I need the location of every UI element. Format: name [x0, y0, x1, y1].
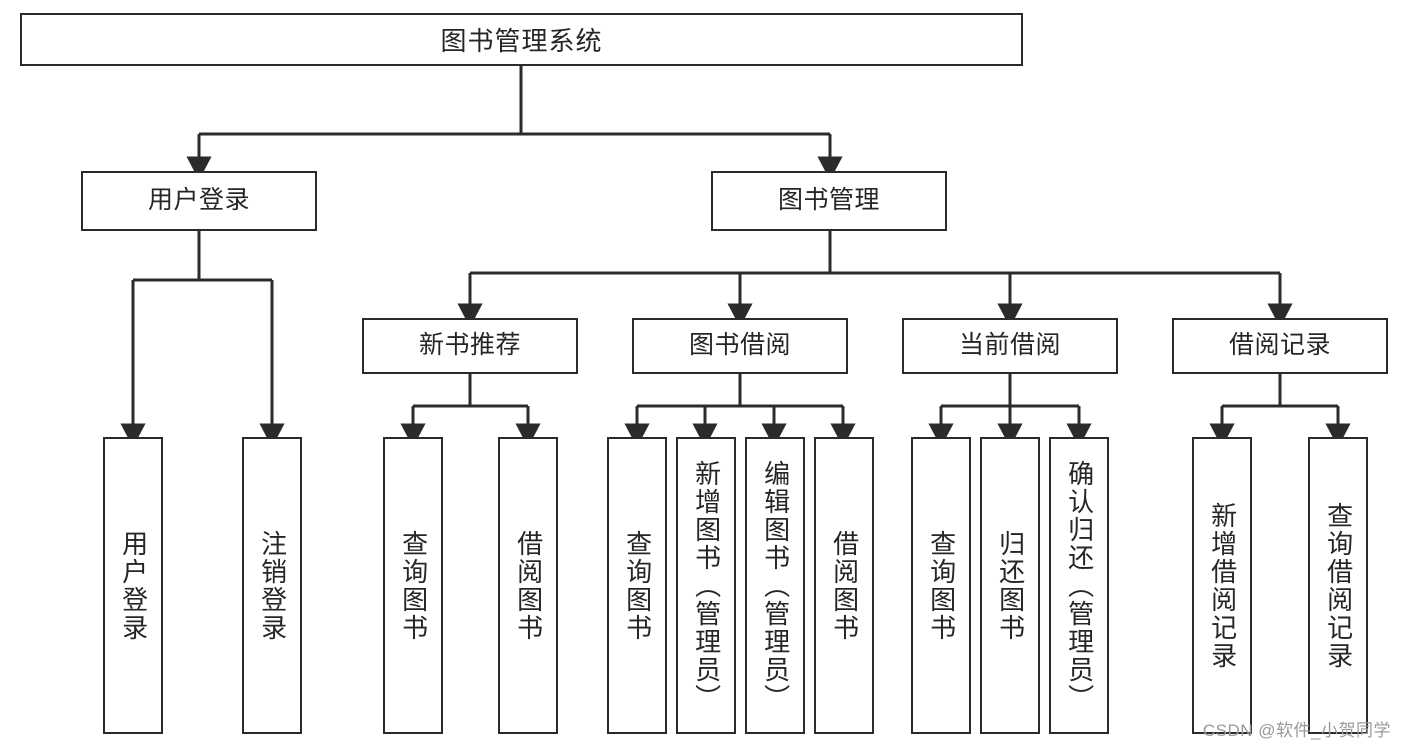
node-label: 当前借阅 [958, 331, 1061, 360]
node-label: 图书借阅 [688, 331, 791, 360]
node-user-login[interactable]: 用户登录 [81, 171, 317, 231]
node-current-borrow[interactable]: 当前借阅 [902, 318, 1118, 374]
node-label: 借阅记录 [1228, 331, 1331, 360]
node-label: 用户登录 [118, 529, 149, 642]
node-label: 借阅图书 [513, 529, 544, 642]
node-borrow-record[interactable]: 借阅记录 [1172, 318, 1388, 374]
leaf-recommend-query-book[interactable]: 查询图书 [383, 437, 443, 734]
node-label: 图书管理 [777, 186, 880, 215]
node-label: 借阅图书 [829, 529, 860, 642]
leaf-record-add-record[interactable]: 新增借阅记录 [1192, 437, 1252, 734]
leaf-current-return-book[interactable]: 归还图书 [980, 437, 1040, 734]
node-label: 查询借阅记录 [1323, 501, 1354, 670]
node-root-system[interactable]: 图书管理系统 [20, 13, 1023, 66]
node-book-management[interactable]: 图书管理 [711, 171, 947, 231]
watermark: CSDN @软件_小贺同学 [1202, 721, 1391, 740]
leaf-user-login-signin[interactable]: 用户登录 [103, 437, 163, 734]
leaf-borrow-borrow-book[interactable]: 借阅图书 [814, 437, 874, 734]
leaf-user-login-signout[interactable]: 注销登录 [242, 437, 302, 734]
node-book-borrow[interactable]: 图书借阅 [632, 318, 848, 374]
node-label: 归还图书 [995, 529, 1026, 642]
node-label: 注销登录 [257, 529, 288, 642]
leaf-borrow-add-book-admin[interactable]: 新增图书（管理员） [676, 437, 736, 734]
node-label: 查询图书 [926, 529, 957, 642]
leaf-borrow-query-book[interactable]: 查询图书 [607, 437, 667, 734]
leaf-current-confirm-return-admin[interactable]: 确认归还（管理员） [1049, 437, 1109, 734]
leaf-borrow-edit-book-admin[interactable]: 编辑图书（管理员） [745, 437, 805, 734]
leaf-record-query-record[interactable]: 查询借阅记录 [1308, 437, 1368, 734]
node-label: 用户登录 [147, 186, 250, 215]
node-new-book-recommend[interactable]: 新书推荐 [362, 318, 578, 374]
node-label: 确认归还（管理员） [1064, 459, 1095, 712]
node-label: 编辑图书（管理员） [760, 459, 791, 712]
node-label: 新书推荐 [418, 331, 521, 360]
node-label: 查询图书 [622, 529, 653, 642]
node-label: 新增图书（管理员） [691, 459, 722, 712]
leaf-current-query-book[interactable]: 查询图书 [911, 437, 971, 734]
node-label: 图书管理系统 [440, 26, 603, 56]
node-label: 新增借阅记录 [1207, 501, 1238, 670]
leaf-recommend-borrow-book[interactable]: 借阅图书 [498, 437, 558, 734]
node-label: 查询图书 [398, 529, 429, 642]
